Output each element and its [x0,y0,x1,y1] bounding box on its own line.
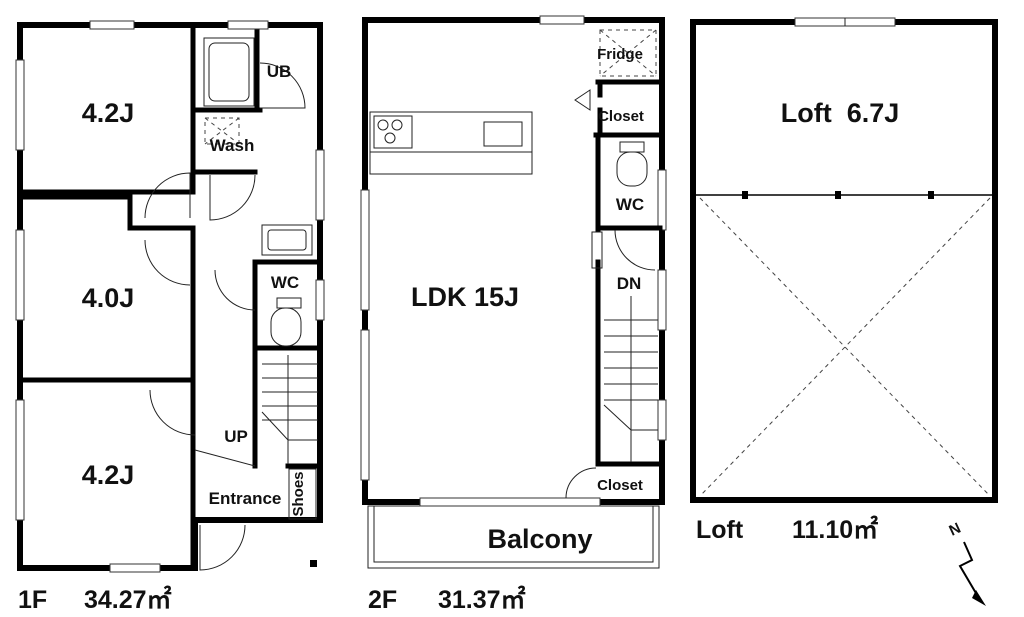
room-4-2j-bottom-label: 4.2J [82,460,135,490]
floor-area-labels: 1F 34.27㎡ 2F 31.37㎡ Loft 11.10㎡ [18,515,878,614]
floor-2f-plan [360,15,667,569]
floor-1f-area: 34.27㎡ [84,585,172,614]
balcony-label: Balcony [487,524,592,554]
floor-2f-area: 31.37㎡ [438,585,526,614]
shoes-label: Shoes [290,471,307,516]
room-4-2j-top-label: 4.2J [82,98,135,128]
fridge-label: Fridge [597,46,643,63]
entrance-label: Entrance [209,489,282,508]
stairs-down-label: DN [617,274,642,293]
floor-2f-name: 2F [368,586,397,614]
loft-floor-area: 11.10㎡ [792,515,878,544]
floor-2f-labels: LDK 15J Fridge Closet WC DN Closet Balco… [411,46,644,554]
stairs-up-label: UP [224,427,248,446]
floor-loft-plan [690,17,998,606]
closet-top-label: Closet [598,108,644,125]
wash-label: Wash [210,136,255,155]
ldk-label: LDK 15J [411,282,519,312]
north-indicator-label: N [947,520,964,540]
floor-1f-plan [15,20,325,573]
wc-2f-label: WC [616,195,644,214]
loft-room-label: Loft 6.7J [781,98,900,128]
unit-bath-label: UB [267,62,292,81]
room-4-0j-label: 4.0J [82,283,135,313]
wc-1f-label: WC [271,273,299,292]
closet-bottom-label: Closet [597,477,643,494]
floor-1f-labels: 4.2J 4.0J 4.2J UB Wash WC UP Entrance Sh… [82,62,307,517]
floor-1f-name: 1F [18,586,47,614]
floor-loft-labels: Loft 6.7J N [781,98,964,540]
loft-floor-name: Loft [696,516,744,544]
